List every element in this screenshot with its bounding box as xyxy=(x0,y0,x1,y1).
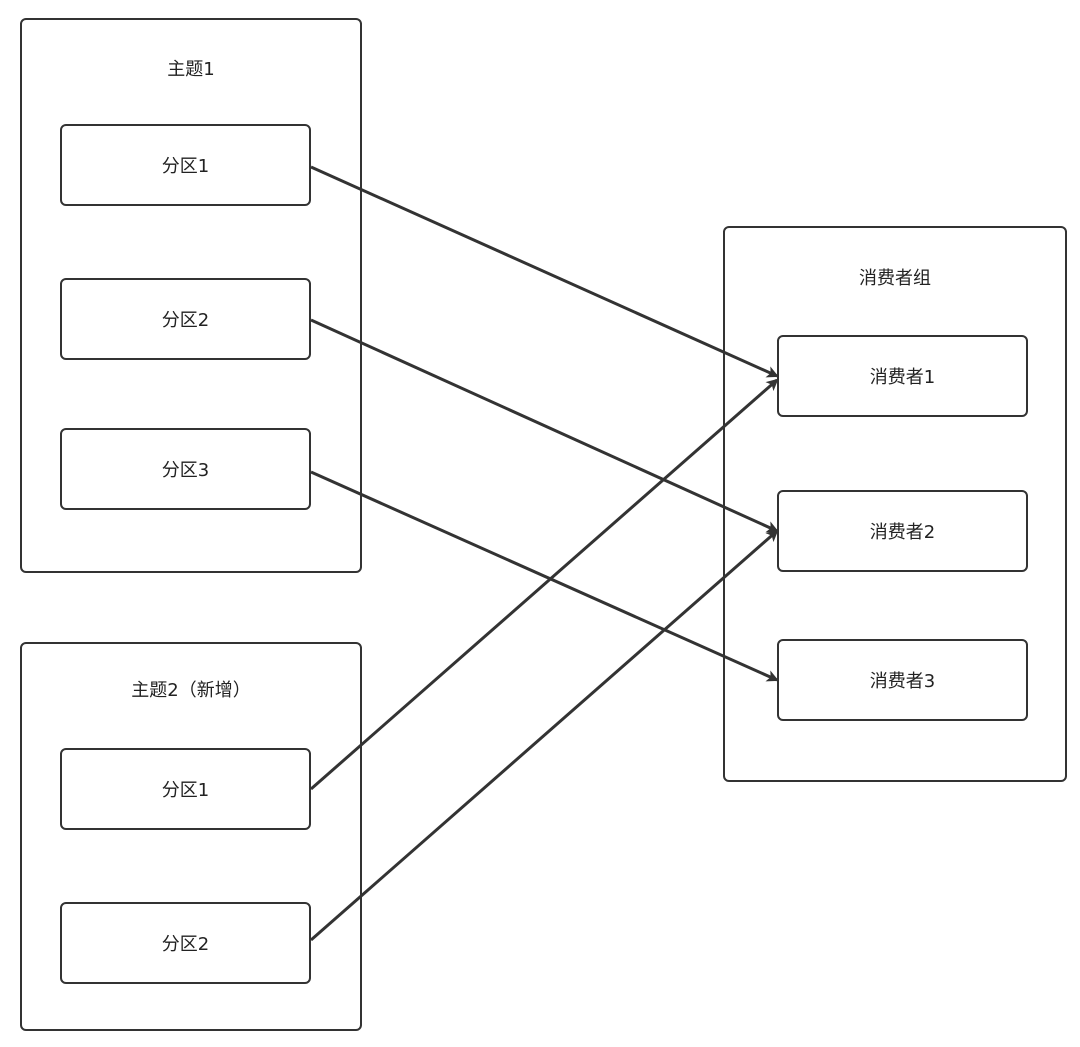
topic1-partition1[interactable]: 分区1 xyxy=(60,124,311,206)
topic1-partition2[interactable]: 分区2 xyxy=(60,278,311,360)
topic1-title: 主题1 xyxy=(167,59,215,80)
consumer3[interactable]: 消费者3 xyxy=(777,639,1028,721)
arrow-topic1-partition1-to-consumer1 xyxy=(310,165,779,378)
topic2-title: 主题2（新增） xyxy=(131,680,251,701)
topic2-partition1[interactable]: 分区1 xyxy=(60,748,311,830)
topic1-partition3[interactable]: 分区3 xyxy=(60,428,311,510)
arrow-topic1-partition3-to-consumer3 xyxy=(310,470,779,682)
topic2-partition2[interactable]: 分区2 xyxy=(60,902,311,984)
consumer1[interactable]: 消费者1 xyxy=(777,335,1028,417)
arrow-topic1-partition2-to-consumer2 xyxy=(310,318,779,533)
consumer-group-title: 消费者组 xyxy=(859,268,931,289)
consumer2[interactable]: 消费者2 xyxy=(777,490,1028,572)
arrow-topic2-partition2-to-consumer2 xyxy=(310,529,779,942)
arrow-topic2-partition1-to-consumer1 xyxy=(310,378,779,791)
